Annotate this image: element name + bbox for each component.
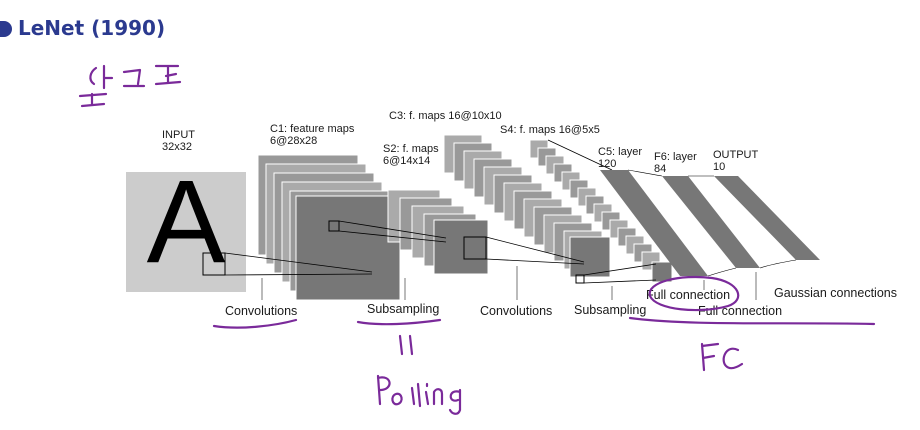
c3-feature-maps [443, 134, 611, 278]
c1-feature-maps [257, 154, 401, 301]
f6-layer [662, 176, 760, 268]
slide-title: LeNet (1990) [0, 16, 165, 40]
s2-feature-maps [387, 189, 489, 275]
op-subsampling-2: Subsampling [574, 303, 647, 317]
op-subsampling-1: Subsampling [367, 302, 440, 316]
input-image [126, 172, 246, 292]
op-full-connection-1: Full connection [646, 288, 731, 302]
input-receptive-field [202, 252, 226, 276]
op-convolutions-1: Convolutions [225, 304, 298, 318]
bullet-icon [0, 21, 12, 37]
title-text: LeNet (1990) [18, 16, 166, 40]
s4-label: S4: f. maps 16@5x5 [500, 124, 600, 136]
output-layer [714, 176, 820, 260]
op-full-connection-2: Full connection [698, 304, 783, 318]
op-convolutions-2: Convolutions [480, 304, 553, 318]
c5-layer [600, 170, 708, 276]
c3-label: C3: f. maps 16@10x10 [389, 110, 502, 122]
op-gaussian-connections: Gaussian connections [774, 286, 897, 300]
input-glyph: A [147, 156, 226, 288]
